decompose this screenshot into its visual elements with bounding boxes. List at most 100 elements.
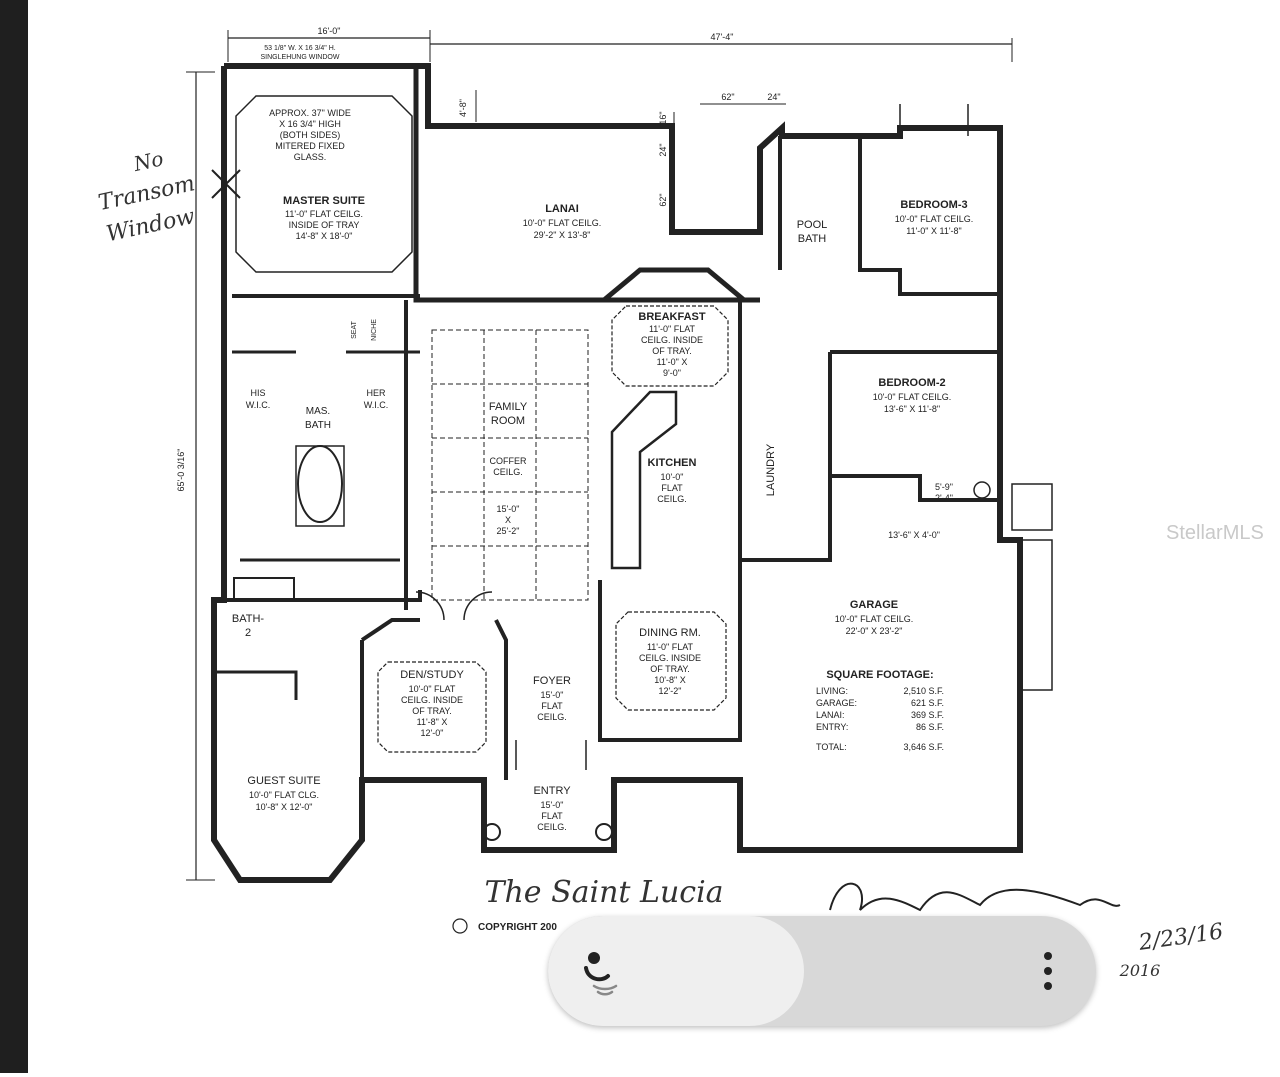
her-wic-1: HER (366, 388, 386, 398)
guest-suite-ceiling: 10'-0" FLAT CLG. (249, 790, 319, 800)
dim-pool-e: 62" (658, 193, 668, 206)
garage-label: GARAGE (850, 599, 898, 611)
master-suite-size: 14'-8" X 18'-0" (296, 231, 353, 241)
dining-line-5: 12'-2" (659, 686, 682, 696)
floor-plan: 16'-0" 47'-4" 65'-0 3/16" 4'-8" 62" 24" … (28, 0, 1280, 1073)
copyright-text: COPYRIGHT 200 (478, 922, 557, 933)
his-wic-1: HIS (250, 388, 265, 398)
window-note-2: SINGLEHUNG WINDOW (261, 54, 340, 61)
sqft-value-lanai: 369 S.F. (911, 710, 944, 720)
guest-suite-label: GUEST SUITE (247, 775, 320, 787)
dim-lanai-depth: 4'-8" (458, 99, 468, 117)
mas-bath-2: BATH (305, 420, 331, 431)
foyer-line-2: FLAT (541, 701, 563, 711)
assistant-icon[interactable] (576, 942, 636, 1002)
sqft-label-living: LIVING: (816, 686, 848, 696)
kitchen-line-2: FLAT (661, 483, 683, 493)
den-label: DEN/STUDY (400, 669, 464, 681)
den-line-4: 11'-8" X (417, 717, 448, 727)
signature-year: 2016 (1119, 961, 1161, 980)
laundry-label: LAUNDRY (765, 443, 777, 496)
dim-pool-a: 62" (721, 92, 734, 102)
closet-line-1: 5'-9" (935, 482, 953, 492)
sqft-label-garage: GARAGE: (816, 698, 857, 708)
dining-line-3: OF TRAY. (650, 664, 690, 674)
dim-top-left: 16'-0" (318, 26, 341, 36)
dining-line-4: 10'-8" X (654, 675, 685, 685)
entry-line-1: 15'-0" (541, 800, 564, 810)
floor-plan-drawing: 16'-0" 47'-4" 65'-0 3/16" 4'-8" 62" 24" … (96, 26, 1225, 980)
her-wic-2: W.I.C. (364, 400, 389, 410)
plan-title: The Saint Lucia (484, 875, 723, 910)
foyer-line-3: CEILG. (537, 712, 567, 722)
dining-label: DINING RM. (639, 627, 701, 639)
family-room-4: CEILG. (493, 467, 523, 477)
guest-suite-size: 10'-8" X 12'-0" (256, 802, 313, 812)
family-room-5: 15'-0" (497, 504, 520, 514)
foyer-line-1: 15'-0" (541, 690, 564, 700)
closet-line-2: 2'-4" (935, 493, 953, 503)
sqft-title: SQUARE FOOTAGE: (826, 669, 933, 681)
family-room-7: 25'-2" (497, 526, 520, 536)
den-line-5: 12'-0" (421, 728, 444, 738)
garage-size: 22'-0" X 23'-2" (846, 626, 903, 636)
master-suite-label: MASTER SUITE (283, 195, 365, 207)
den-line-3: OF TRAY. (412, 706, 452, 716)
dim-left-vertical: 65'-0 3/16" (176, 449, 186, 492)
kitchen-label: KITCHEN (648, 457, 697, 469)
master-suite-ceiling: 11'-0" FLAT CEILG. (285, 209, 363, 219)
foyer-label: FOYER (533, 675, 571, 687)
dim-pool-c: 16" (658, 111, 668, 124)
signature-date: 2/23/16 (1136, 919, 1224, 956)
breakfast-line-5: 9'-0" (663, 368, 681, 378)
assistant-pill[interactable] (548, 916, 1096, 1026)
dining-line-2: CEILG. INSIDE (639, 653, 701, 663)
more-dot (1044, 952, 1052, 960)
glass-note-2: X 16 3/4" HIGH (279, 119, 341, 129)
glass-note-5: GLASS. (294, 152, 327, 162)
kitchen-line-1: 10'-0" (661, 472, 684, 482)
bath2-line-2: 2 (245, 627, 251, 639)
garage-ceiling: 10'-0" FLAT CEILG. (835, 614, 914, 624)
entry-line-2: FLAT (541, 811, 563, 821)
bath2-line-1: BATH- (232, 613, 265, 625)
more-dot (1044, 967, 1052, 975)
glass-note-4: MITERED FIXED (275, 141, 345, 151)
den-line-1: 10'-0" FLAT (409, 684, 456, 694)
breakfast-line-3: OF TRAY. (652, 346, 692, 356)
bedroom2-label: BEDROOM-2 (878, 377, 945, 389)
dining-line-1: 11'-0" FLAT (647, 642, 694, 652)
assistant-pill-left[interactable] (548, 916, 804, 1026)
bedroom3-ceiling: 10'-0" FLAT CEILG. (895, 214, 974, 224)
seat-label: SEAT (351, 320, 358, 338)
master-suite-tray: INSIDE OF TRAY (289, 220, 360, 230)
mas-bath-1: MAS. (306, 406, 330, 417)
niche-label: NICHE (371, 319, 378, 341)
dim-pool-b: 24" (767, 92, 780, 102)
sqft-label-lanai: LANAI: (816, 710, 845, 720)
family-room-2: ROOM (491, 415, 525, 427)
family-room-6: X (505, 515, 511, 525)
bedroom3-size: 11'-0" X 11'-8" (906, 226, 962, 236)
more-options-icon[interactable] (1028, 946, 1068, 996)
lanai-ceiling: 10'-0" FLAT CEILG. (523, 218, 602, 228)
dim-pool-d: 24" (658, 143, 668, 156)
breakfast-line-2: CEILG. INSIDE (641, 335, 703, 345)
bedroom3-label: BEDROOM-3 (900, 199, 967, 211)
sqft-total-value: 3,646 S.F. (903, 742, 944, 752)
storage-size: 13'-6" X 4'-0" (888, 530, 940, 540)
den-line-2: CEILG. INSIDE (401, 695, 463, 705)
left-edge-bar (0, 0, 28, 1073)
pool-bath-label-2: BATH (798, 233, 827, 245)
entry-line-3: CEILG. (537, 822, 567, 832)
bedroom2-size: 13'-6" X 11'-8" (884, 404, 940, 414)
sqft-value-garage: 621 S.F. (911, 698, 944, 708)
sqft-value-entry: 86 S.F. (916, 722, 944, 732)
breakfast-line-4: 11'-0" X (657, 357, 688, 367)
kitchen-line-3: CEILG. (657, 494, 687, 504)
his-wic-2: W.I.C. (246, 400, 271, 410)
window-note-1: 53 1/8" W. X 16 3/4" H. (264, 45, 336, 52)
handwritten-note-1: No (131, 146, 166, 176)
family-room-1: FAMILY (489, 401, 528, 413)
lanai-size: 29'-2" X 13'-8" (534, 230, 591, 240)
